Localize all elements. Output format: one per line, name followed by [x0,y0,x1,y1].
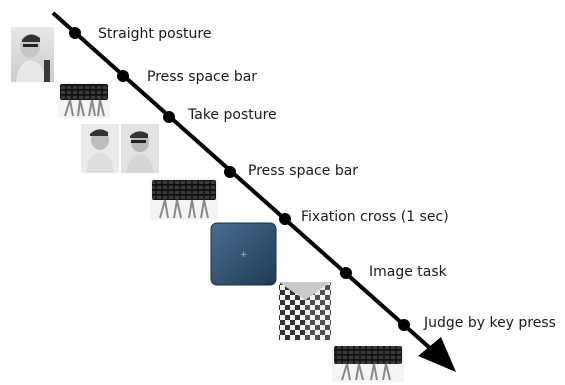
photo-keyboard-hands [58,82,110,118]
timeline-arrow [51,11,456,372]
fixation-cross-screen: + [210,222,277,286]
step-label-judge-by-key-press: Judge by key press [423,315,556,331]
photo-keyboard-hands-2 [150,178,218,220]
photo-checkerboard-image [279,282,331,340]
step-label-press-space-bar-2: Press space bar [248,163,358,179]
photo-straight-posture [11,27,54,82]
fixation-cross-symbol: + [240,250,248,260]
step-dot [398,319,410,331]
step-markers [69,27,410,331]
step-dot [117,70,129,82]
step-dot [163,111,175,123]
step-dot [224,166,236,178]
photo-keyboard-hands-3 [332,344,404,382]
step-label-fixation-cross: Fixation cross (1 sec) [301,209,449,225]
step-label-press-space-bar: Press space bar [147,69,257,85]
step-dot [340,267,352,279]
step-dot [69,27,81,39]
step-dot [279,213,291,225]
step-label-straight-posture: Straight posture [98,26,211,42]
step-labels: Straight posture Press space bar Take po… [98,26,556,331]
photo-take-posture [81,124,159,173]
step-label-take-posture: Take posture [187,107,277,123]
step-label-image-task: Image task [369,264,448,280]
